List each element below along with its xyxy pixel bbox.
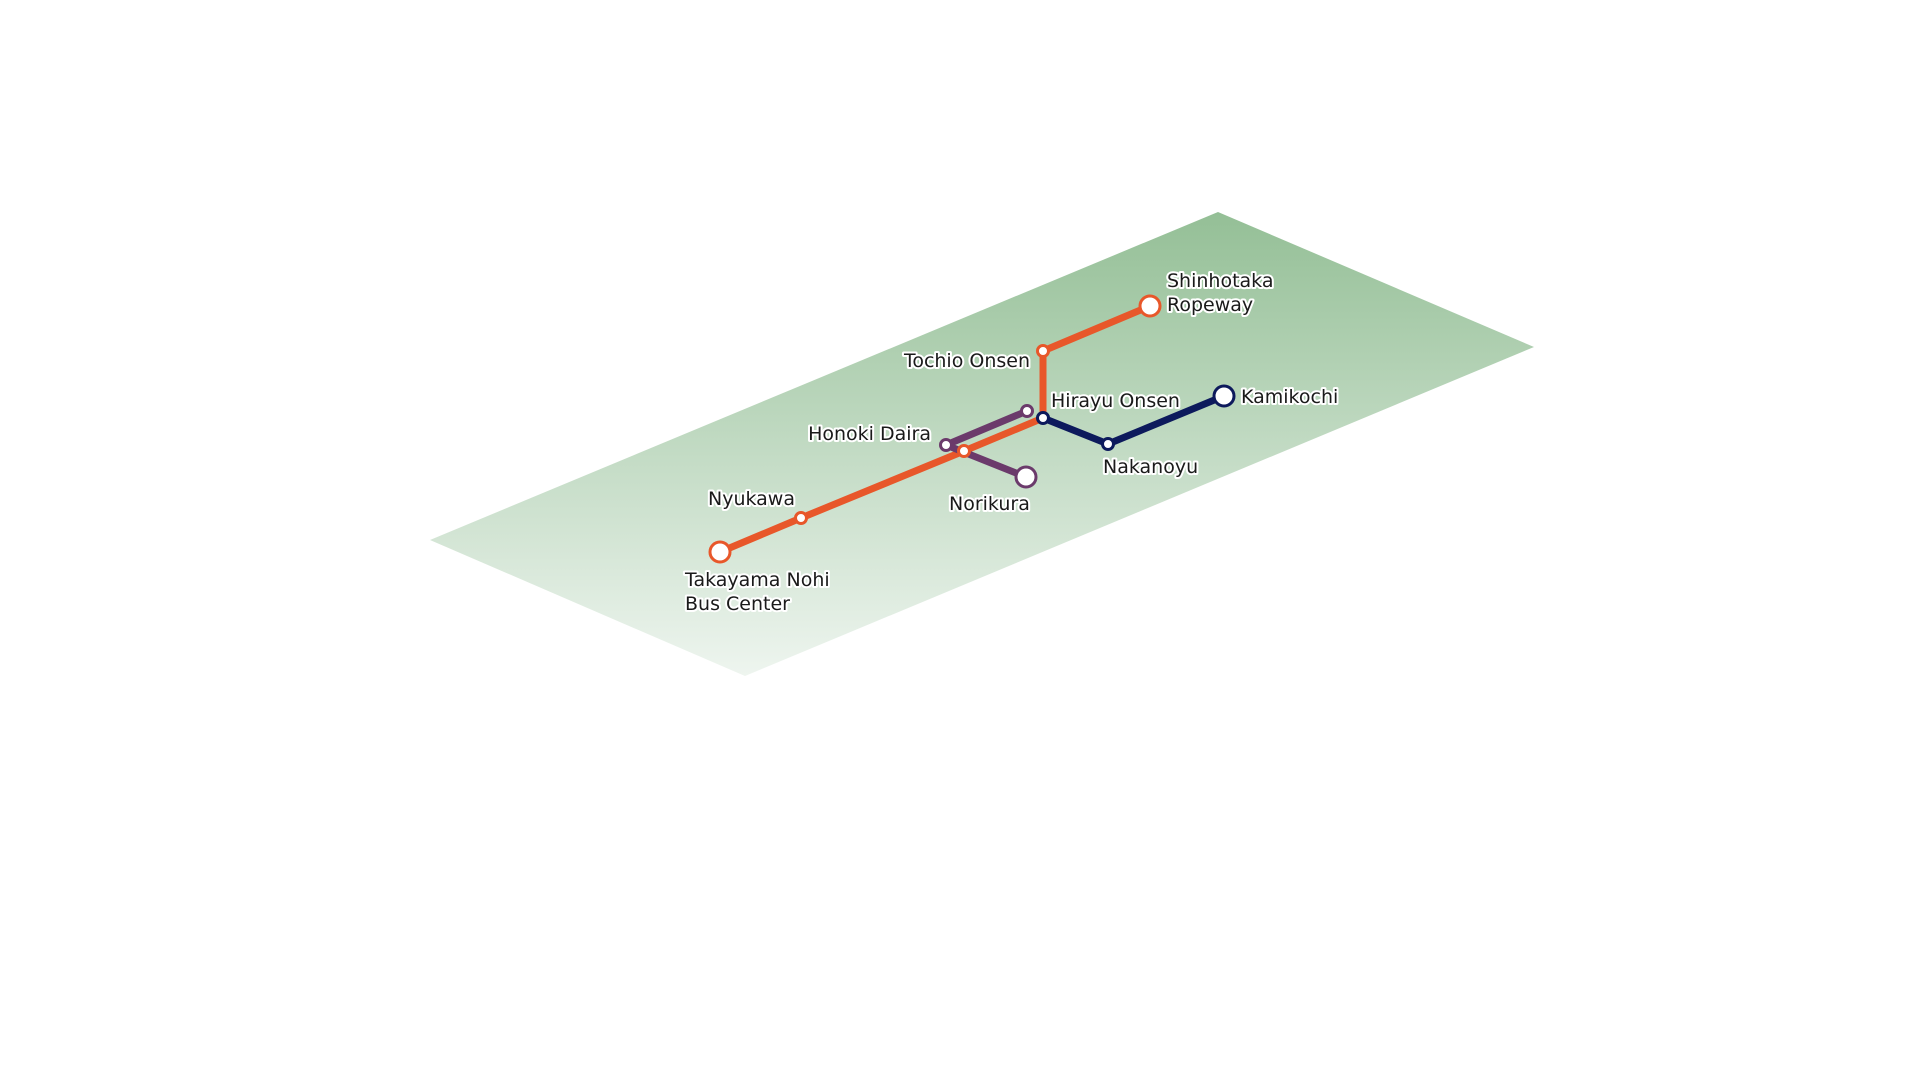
label-norikura: Norikura [949,493,1030,515]
station-honoki-orange-marker[interactable] [957,444,971,458]
station-honoki-marker[interactable] [939,438,953,452]
stations [708,294,1236,564]
station-hirayu-marker[interactable] [1036,411,1050,425]
label-shinhotaka-line2: Ropeway [1167,294,1253,316]
label-shinhotaka-line1: Shinhotaka [1167,270,1274,292]
route-orange-trunk[interactable] [716,414,1047,556]
station-nyukawa-marker[interactable] [794,511,808,525]
station-norikura-marker[interactable] [1014,465,1038,489]
label-nakanoyu: Nakanoyu [1103,456,1198,478]
label-takayama-line1: Takayama Nohi [684,569,830,591]
label-kamikochi: Kamikochi [1241,386,1338,408]
station-nakanoyu-marker[interactable] [1101,437,1115,451]
label-honoki: Honoki Daira [808,423,931,445]
label-nyukawa: Nyukawa [708,488,795,510]
station-labels: Takayama Nohi Bus Center Nyukawa Honoki … [682,268,1340,617]
station-takayama-marker[interactable] [708,540,732,564]
label-hirayu: Hirayu Onsen [1051,390,1180,412]
station-honoki-upper-marker[interactable] [1020,404,1034,418]
station-shinhotaka-marker[interactable] [1138,294,1162,318]
label-takayama-line2: Bus Center [685,593,790,615]
station-kamikochi-marker[interactable] [1212,384,1236,408]
label-tochio: Tochio Onsen [903,350,1030,372]
station-tochio-marker[interactable] [1036,344,1050,358]
